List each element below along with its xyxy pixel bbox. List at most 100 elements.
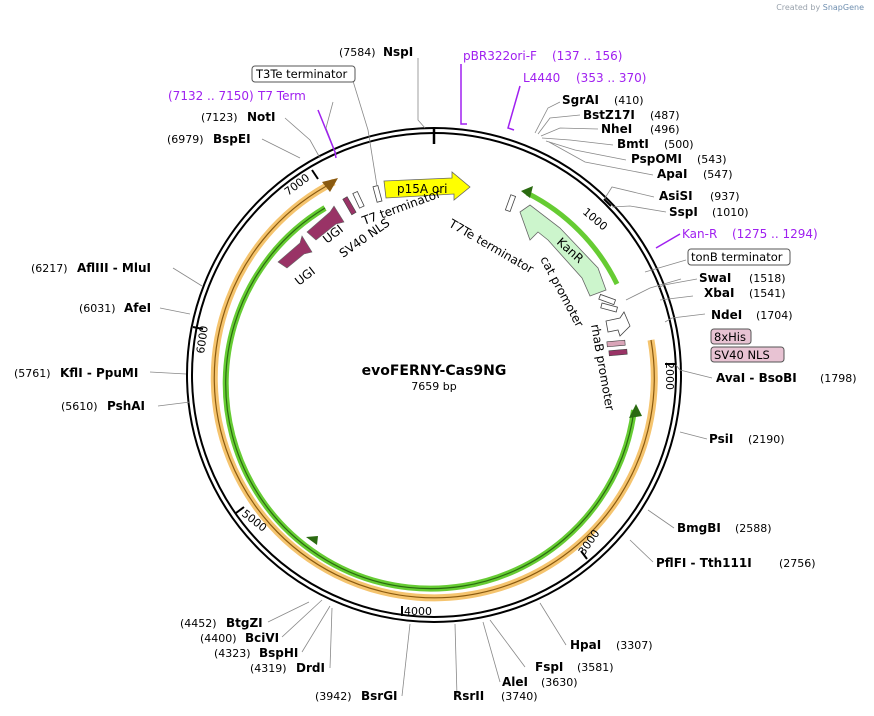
site-afliii-mlui: (6217)AflIII - MluI — [31, 261, 151, 275]
svg-text:(5761): (5761) — [14, 367, 51, 380]
site-pflfi-tth111i: PflFI - Tth111I (2756) — [656, 556, 816, 570]
site-fspi: FspI(3581) — [535, 660, 614, 674]
t7te-terminator-label: T7Te terminator — [446, 216, 536, 276]
site-xbai: XbaI(1541) — [704, 286, 786, 300]
plasmid-size: 7659 bp — [411, 380, 456, 393]
svg-text:(487): (487) — [650, 109, 680, 122]
svg-text:T3Te terminator: T3Te terminator — [255, 67, 348, 81]
svg-text:Kan-R: Kan-R — [682, 227, 717, 241]
site-drdi: (4319) DrdI — [250, 661, 325, 675]
svg-text:(3942): (3942) — [315, 690, 352, 703]
svg-text:(6217): (6217) — [31, 262, 68, 275]
svg-text:8xHis: 8xHis — [714, 330, 746, 344]
tick-4000: 4000 — [401, 605, 432, 618]
svg-text:BspHI: BspHI — [259, 646, 298, 660]
svg-text:BstZ17I: BstZ17I — [583, 108, 635, 122]
site-btgzi: (4452) BtgZI — [180, 616, 263, 630]
svg-text:(547): (547) — [703, 168, 733, 181]
site-psii: PsiI (2190) — [709, 432, 785, 446]
tonb-terminator-box: tonB terminator — [687, 248, 791, 266]
tonb-terminator-marker — [598, 293, 617, 306]
svg-text:(1518): (1518) — [749, 272, 786, 285]
site-bsrgi: (3942) BsrGI — [315, 689, 398, 703]
site-asisi: AsiSI (937) — [659, 189, 740, 203]
svg-text:(500): (500) — [664, 138, 694, 151]
svg-text:ApaI: ApaI — [657, 167, 687, 181]
svg-text:(7132 .. 7150): (7132 .. 7150) — [168, 89, 254, 103]
svg-text:(3630): (3630) — [541, 676, 578, 689]
ugi-label-1: UGI — [292, 264, 318, 288]
svg-text:AsiSI: AsiSI — [659, 189, 693, 203]
svg-text:(4319): (4319) — [250, 662, 287, 675]
svg-text:PsiI: PsiI — [709, 432, 733, 446]
svg-text:BmgBI: BmgBI — [677, 521, 721, 535]
svg-text:(410): (410) — [614, 94, 644, 107]
t3te-terminator-box: T3Te terminator — [251, 65, 356, 83]
svg-text:(5610): (5610) — [61, 400, 98, 413]
svg-text:(4452): (4452) — [180, 617, 217, 630]
svg-text:PflFI - Tth111I: PflFI - Tth111I — [656, 556, 752, 570]
site-bstz17i: BstZ17I (487) — [583, 108, 680, 122]
svg-text:BsrGI: BsrGI — [361, 689, 398, 703]
cds-arc-orange-core — [213, 181, 655, 599]
svg-text:(1798): (1798) — [820, 372, 857, 385]
primer-kan-r: Kan-R (1275 .. 1294) — [682, 227, 818, 241]
t3te-terminator-marker — [372, 185, 383, 203]
svg-text:(1275 .. 1294): (1275 .. 1294) — [732, 227, 818, 241]
ugi-arrow-2 — [306, 205, 345, 241]
rhab-promoter-label: rhaB promoter — [588, 323, 617, 412]
p15a-ori-label: p15A ori — [397, 182, 448, 196]
rhab-promoter-arrow — [605, 311, 631, 337]
kanr-green-arrowhead — [521, 186, 533, 198]
svg-text:2000: 2000 — [663, 362, 676, 390]
svg-text:(4323): (4323) — [214, 647, 251, 660]
svg-text:DrdI: DrdI — [296, 661, 325, 675]
credit-prefix: Created by — [776, 3, 821, 12]
tick-6000: 6000 — [192, 325, 211, 355]
svg-text:6000: 6000 — [194, 325, 211, 355]
tick-3000: 3000 — [576, 527, 603, 560]
svg-text:BmtI: BmtI — [617, 137, 649, 151]
svg-text:(2190): (2190) — [748, 433, 785, 446]
site-sspi: SspI(1010) — [669, 205, 749, 219]
svg-text:(3740): (3740) — [501, 690, 538, 703]
site-bspei: (6979)BspEI — [167, 132, 251, 146]
leader-lines — [149, 58, 713, 697]
site-noti: (7123)NotI — [201, 110, 276, 124]
svg-text:(496): (496) — [650, 123, 680, 136]
svg-text:HpaI: HpaI — [570, 638, 601, 652]
cds-bottom-arrowhead — [306, 536, 318, 545]
svg-text:PshAI: PshAI — [107, 399, 145, 413]
site-sgrai: SgrAI(410) — [562, 93, 644, 107]
svg-text:XbaI: XbaI — [704, 286, 734, 300]
site-avai-bsobi: AvaI - BsoBI(1798) — [716, 371, 857, 385]
primer-marks — [317, 64, 681, 249]
site-pspomi: PspOMI(543) — [631, 152, 727, 166]
svg-text:(937): (937) — [710, 190, 740, 203]
site-nhei: NheI (496) — [601, 122, 680, 136]
svg-text:FspI: FspI — [535, 660, 563, 674]
svg-text:NotI: NotI — [247, 110, 276, 124]
site-rsrii: RsrII(3740) — [453, 689, 538, 703]
svg-text:pBR322ori-F: pBR322ori-F — [463, 49, 537, 63]
svg-text:5000: 5000 — [239, 507, 269, 534]
svg-text:AfeI: AfeI — [124, 301, 151, 315]
plasmid-name: evoFERNY-Cas9NG — [362, 363, 507, 379]
svg-text:T7 Term: T7 Term — [257, 89, 306, 103]
snapgene-credit: Created by SnapGene — [776, 3, 864, 12]
site-bmgbi: BmgBI(2588) — [677, 521, 772, 535]
svg-text:(543): (543) — [697, 153, 727, 166]
svg-text:tonB terminator: tonB terminator — [691, 250, 783, 264]
snapgene-logo: SnapGene — [822, 3, 864, 12]
site-pshai: (5610) PshAI — [61, 399, 145, 413]
svg-text:NheI: NheI — [601, 122, 632, 136]
svg-text:(1010): (1010) — [712, 206, 749, 219]
svg-text:1000: 1000 — [580, 205, 610, 233]
svg-text:(353 .. 370): (353 .. 370) — [576, 71, 646, 85]
svg-text:(2756): (2756) — [779, 557, 816, 570]
svg-text:BciVI: BciVI — [245, 631, 279, 645]
t7te-terminator-marker — [504, 194, 517, 213]
svg-text:(6979): (6979) — [167, 133, 204, 146]
svg-text:BtgZI: BtgZI — [226, 616, 263, 630]
svg-text:4000: 4000 — [404, 605, 432, 618]
